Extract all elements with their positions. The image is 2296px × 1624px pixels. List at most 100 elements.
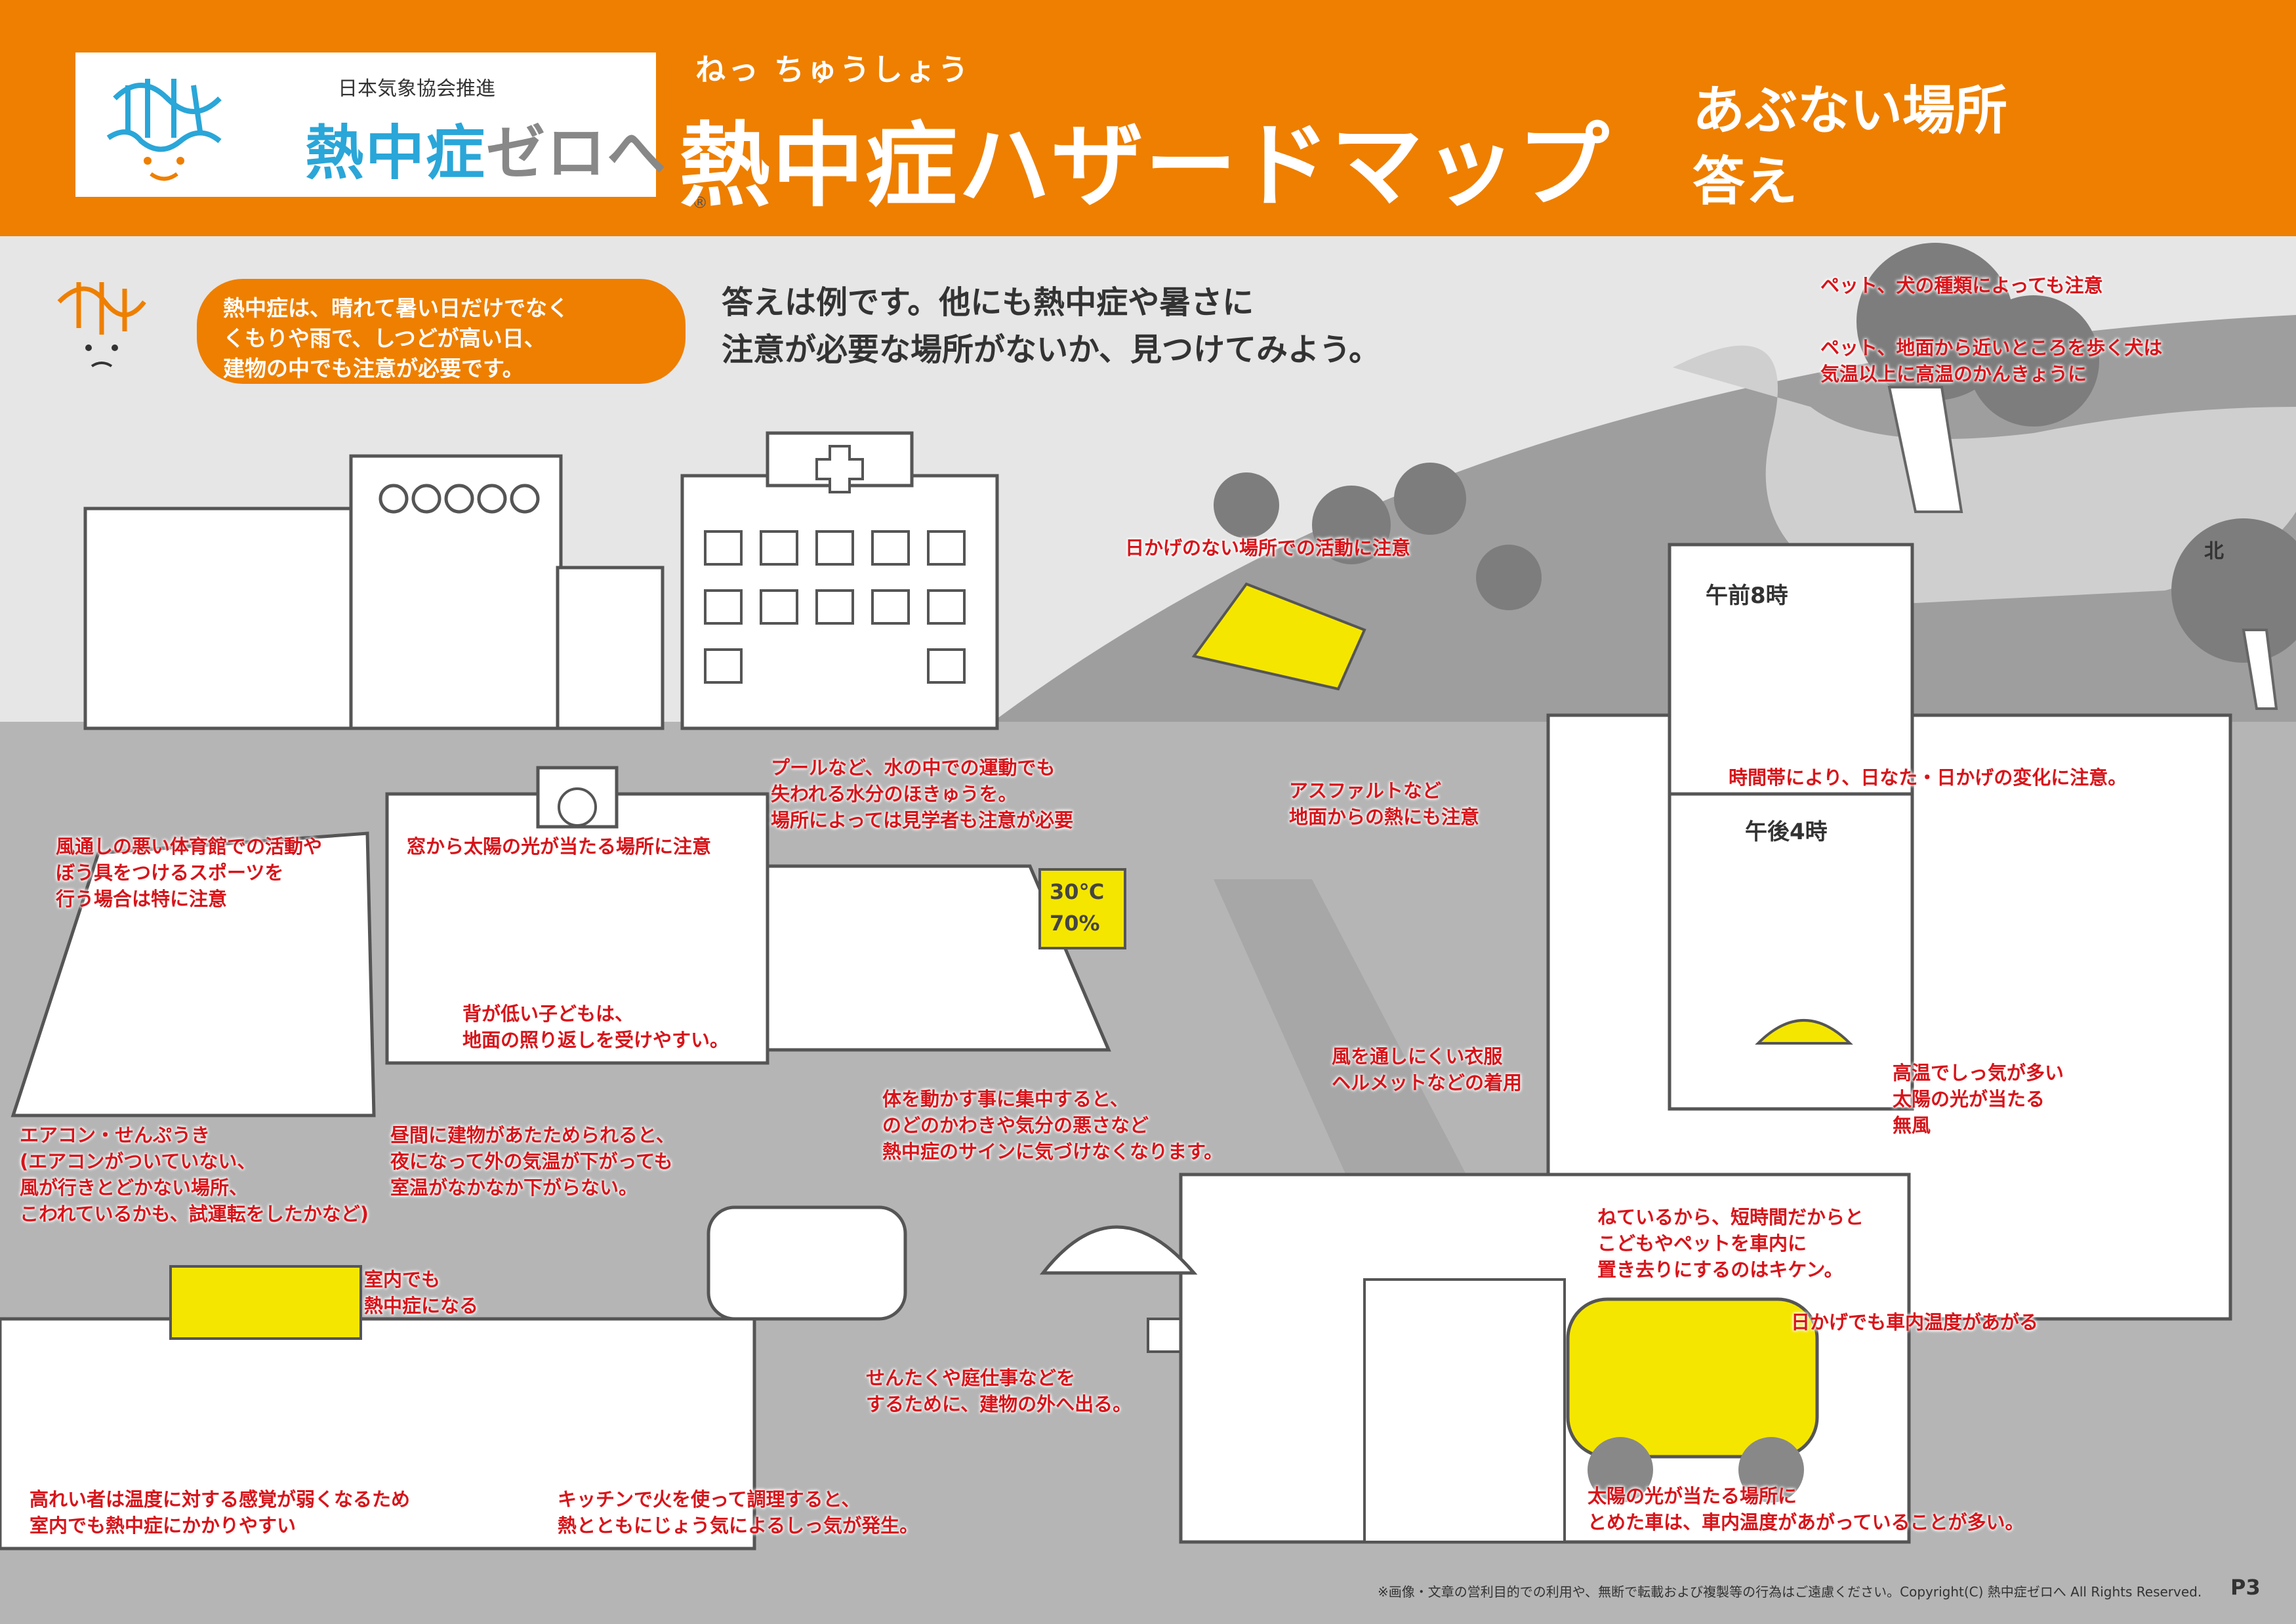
inset-morning	[1668, 543, 1914, 796]
note-line: 室内でも熱中症にかかりやすい	[30, 1514, 297, 1537]
note-line: ぼう具をつけるスポーツを	[56, 862, 284, 884]
note-laundry: せんたくや庭仕事などを するために、建物の外へ出る。	[866, 1365, 1132, 1417]
note-line: ねているから、短時間だからと	[1597, 1206, 1864, 1228]
park-path	[1673, 345, 2296, 604]
north-label: 北	[2204, 540, 2224, 563]
subtitle-line-1: あぶない場所	[1692, 80, 2007, 141]
note-line: 夜になって外の気温が下がっても	[390, 1150, 673, 1173]
note-clothing: 風を通しにくい衣服 ヘルメットなどの着用	[1332, 1043, 1522, 1096]
subtitle-line-2: 答え	[1692, 151, 1797, 212]
tent	[1191, 582, 1366, 691]
gymnasium	[10, 831, 376, 1117]
note-line: 地面の照り返しを受けやすい。	[462, 1029, 729, 1051]
sign-temp: 30℃	[1050, 879, 1105, 904]
note-car-left-behind: ねているから、短時間だからと こどもやペットを車内に 置き去りにするのはキケン。	[1597, 1204, 1864, 1283]
note-line: 地面からの熱にも注意	[1289, 806, 1480, 828]
parked-car	[1566, 1297, 1819, 1459]
note-line: 場所によっては見学者も注意が必要	[771, 809, 1074, 831]
note-line: 熱とともにじょう気によるしっ気が発生。	[558, 1514, 919, 1537]
header-banner: 日本気象協会推進 熱中症ゼロへ ® ねっ ちゅうしょう 熱中症ハザードマップ あ…	[0, 0, 2296, 236]
logo-title: 熱中症ゼロへ	[305, 105, 667, 190]
note-line: 風通しの悪い体育館での活動や	[56, 835, 323, 858]
note-asphalt: アスファルトなど 地面からの熱にも注意	[1289, 778, 1479, 830]
tree	[1968, 295, 2099, 427]
note-line: エアコン・せんぷうき	[20, 1124, 211, 1146]
note-line: 風が行きとどかない場所、	[20, 1176, 249, 1199]
pool	[766, 864, 1111, 1052]
tree	[2171, 518, 2296, 663]
note-night-heat: 昼間に建物があたためられると、 夜になって外の気温が下がっても 室温がなかなか下…	[390, 1122, 675, 1201]
note-line: キッチンで火を使って調理すると、	[558, 1488, 861, 1510]
bubble-line: 建物の中でも注意が必要です。	[223, 356, 524, 381]
bubble-line: くもりや雨で、しつどが高い日、	[223, 325, 546, 351]
note-line: 体を動かす事に集中すると、	[882, 1088, 1129, 1110]
note-line: 日かげのない場所での活動に注意	[1125, 537, 1411, 559]
inset-afternoon	[1668, 792, 1914, 1111]
note-line: 窓から太陽の光が当たる場所に注意	[407, 835, 712, 858]
car	[707, 1205, 907, 1321]
note-child-height: 背が低い子どもは、 地面の照り返しを受けやすい。	[462, 1001, 729, 1053]
note-pool: プールなど、水の中での運動でも 失われる水分のほきゅうを。 場所によっては見学者…	[771, 755, 1073, 833]
note-line: 置き去りにするのはキケン。	[1597, 1259, 1843, 1281]
logo-title-part2: ゼロへ	[486, 119, 667, 188]
intro-line: 注意が必要な場所がないか、見つけてみよう。	[722, 331, 1381, 368]
note-line: 時間帯により、日なた・日かげの変化に注意。	[1729, 766, 2127, 789]
page-subtitle: あぶない場所 答え	[1692, 75, 2007, 217]
town-illustration	[0, 243, 2296, 1624]
registered-mark: ®	[692, 194, 708, 212]
note-line: せんたくや庭仕事などを	[866, 1367, 1076, 1389]
note-line: こどもやペットを車内に	[1597, 1232, 1807, 1255]
note-aircon: エアコン・せんぷうき (エアコンがついていない、 風が行きとどかない場所、 こわ…	[20, 1122, 369, 1227]
note-line: 高温でしっ気が多い	[1893, 1062, 2064, 1084]
intro-text: 答えは例です。他にも熱中症や暑さに 注意が必要な場所がないか、見つけてみよう。	[722, 279, 1380, 373]
note-line: 背が低い子どもは、	[462, 1003, 634, 1025]
note-line: 風を通しにくい衣服	[1332, 1045, 1503, 1068]
bubble-line: 熱中症は、晴れて暑い日だけでなく	[223, 295, 569, 321]
note-line: アスファルトなど	[1289, 780, 1442, 802]
note-focus: 体を動かす事に集中すると、 のどのかわきや気分の悪さなど 熱中症のサインに気づけ…	[882, 1086, 1223, 1165]
note-line: (エアコンがついていない、	[20, 1150, 256, 1173]
logo-title-part1: 熱中症	[305, 119, 486, 188]
note-parked-car: 太陽の光が当たる場所に とめた車は、車内温度があがっていることが多い。	[1588, 1483, 2024, 1535]
vending-machine	[556, 566, 665, 730]
note-line: 太陽の光が当たる場所に	[1588, 1485, 1797, 1507]
note-kitchen: キッチンで火を使って調理すると、 熱とともにじょう気によるしっ気が発生。	[558, 1486, 918, 1539]
note-line: 行う場合は特に注意	[56, 888, 228, 910]
copyright-footer: ※画像・文章の営利目的での利用や、無断で転載および複製等の行為はご遠慮ください。…	[1378, 1584, 2202, 1600]
note-line: 無風	[1893, 1114, 1931, 1136]
note-elderly: 高れい者は温度に対する感覚が弱くなるため 室内でも熱中症にかかりやすい	[30, 1486, 410, 1539]
bookshelf	[1363, 1278, 1566, 1543]
note-line: 室内でも	[364, 1268, 441, 1291]
inset-morning-label: 午前8時	[1706, 583, 1788, 609]
logo: 日本気象協会推進 熱中症ゼロへ ®	[75, 52, 708, 212]
note-line: 失われる水分のほきゅうを。	[771, 783, 1017, 805]
note-line: ヘルメットなどの着用	[1332, 1072, 1523, 1094]
note-line: とめた車は、車内温度があがっていることが多い。	[1588, 1511, 2024, 1533]
note-no-shade: 日かげのない場所での活動に注意	[1125, 535, 1410, 561]
worried-mascot-icon	[57, 282, 146, 367]
note-pet-ground: ペット、地面から近いところを歩く犬は 気温以上に高温のかんきょうに	[1820, 335, 2162, 387]
title-ruby: ねっ ちゅうしょう	[695, 52, 972, 87]
note-line: のどのかわきや気分の悪さなど	[882, 1114, 1149, 1136]
note-time-of-day: 時間帯により、日なた・日かげの変化に注意。	[1729, 764, 2127, 791]
note-line: ペット、地面から近いところを歩く犬は	[1820, 337, 2163, 359]
intro-line: 答えは例です。他にも熱中症や暑さに	[722, 284, 1254, 321]
note-line: 室温がなかなか下がらない。	[390, 1176, 638, 1199]
page-title: 熱中症ハザードマップ	[679, 113, 1611, 220]
school-building	[385, 792, 769, 1065]
note-street-conditions: 高温でしっ気が多い 太陽の光が当たる 無風	[1893, 1060, 2064, 1138]
note-line: こわれているかも、試運転をしたかなど)	[20, 1203, 369, 1225]
note-line: するために、建物の外へ出る。	[866, 1393, 1132, 1415]
bed	[169, 1265, 362, 1340]
note-car-shade: 日かげでも車内温度があがる	[1791, 1309, 2038, 1335]
note-pet-breed: ペット、犬の種類によっても注意	[1820, 272, 2103, 299]
note-line: 熱中症のサインに気づけなくなります。	[882, 1140, 1223, 1163]
note-line: 日かげでも車内温度があがる	[1791, 1311, 2039, 1333]
temperature-sign	[1038, 868, 1126, 949]
note-line: ペット、犬の種類によっても注意	[1820, 274, 2103, 297]
note-window: 窓から太陽の光が当たる場所に注意	[407, 833, 711, 860]
note-line: 熱中症になる	[364, 1295, 479, 1317]
inset-afternoon-label: 午後4時	[1745, 819, 1828, 845]
temperature-sign-text: 30℃ 70%	[1050, 876, 1104, 939]
hazard-map-scene: 午前8時 午後4時 北 30℃ 70%	[0, 236, 2296, 1624]
